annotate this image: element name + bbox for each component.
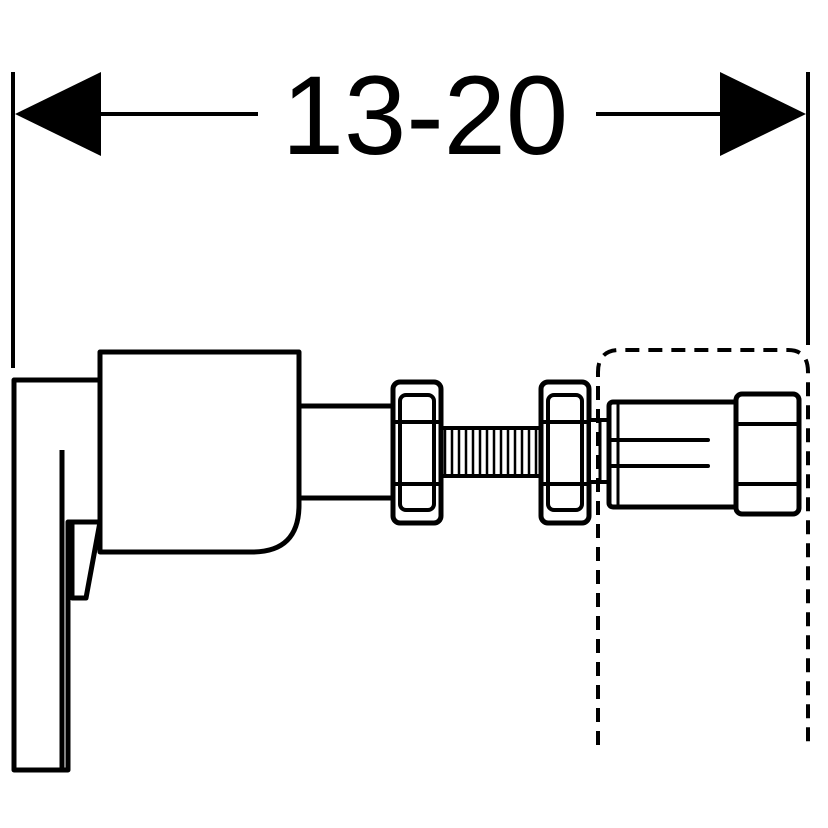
valve-body: [97, 349, 302, 555]
lock-nut-left-ring: [398, 393, 436, 512]
wall-bracket: [11, 377, 103, 773]
dimension-label: 13-20: [282, 53, 568, 178]
threaded-rod-body: [435, 426, 549, 478]
tail-piece-nut: [733, 391, 802, 517]
dimension-annotation: 13-20: [11, 53, 810, 368]
tail-piece: [606, 391, 802, 517]
dimension-arrowhead-right: [720, 72, 806, 156]
lock-nut-right-ring: [546, 393, 584, 512]
optional-extension-outline: [596, 348, 810, 745]
outlet-pipe: [296, 403, 401, 501]
dimension-arrowhead-left: [15, 72, 101, 156]
lock-nut-left: [390, 379, 444, 526]
threaded-rod: [435, 426, 549, 478]
threaded-rod-threads: [443, 430, 538, 474]
wall-bracket-foot: [69, 519, 103, 601]
tail-piece-sleeve: [606, 399, 743, 510]
lock-nut-right: [538, 379, 592, 526]
